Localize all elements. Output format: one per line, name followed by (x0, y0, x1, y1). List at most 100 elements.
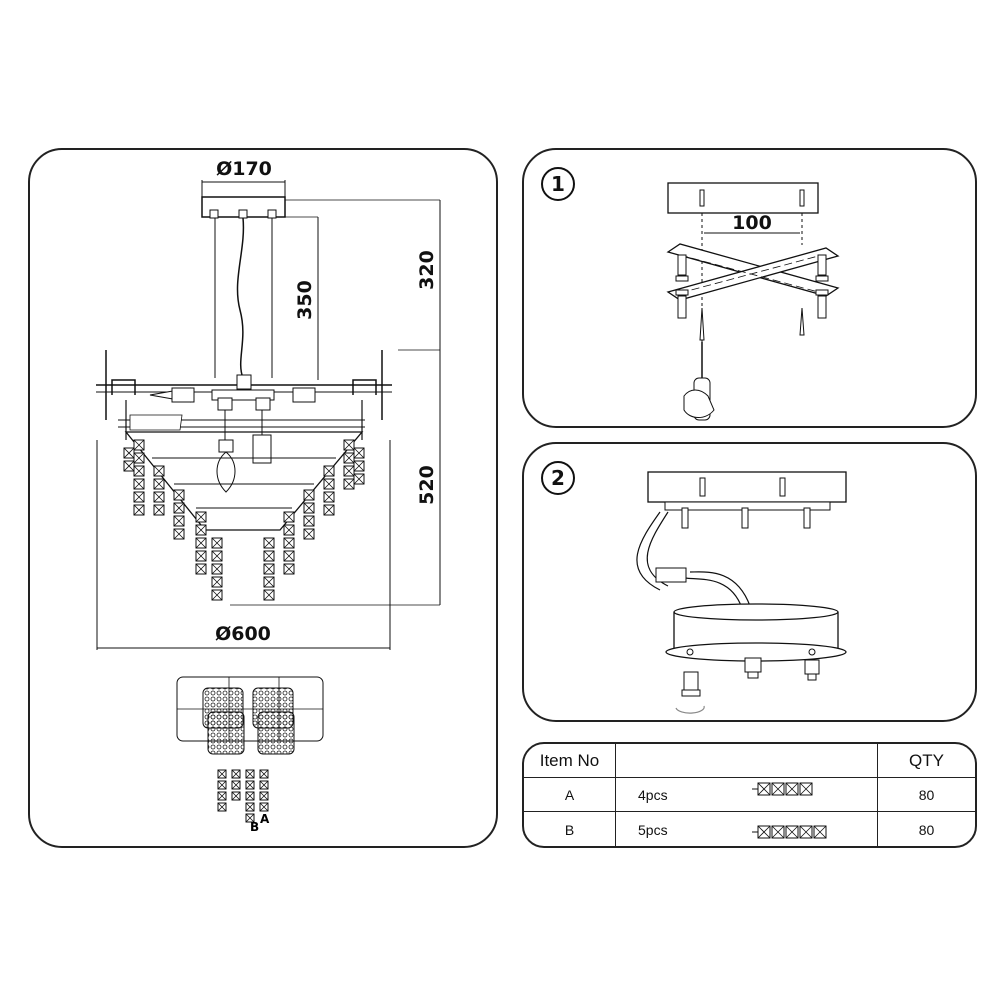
row-a-item: A (524, 778, 616, 812)
crystal (173, 528, 185, 540)
dim-520-label: 520 (416, 465, 438, 505)
step2-badge: 2 (541, 461, 575, 495)
crystal (211, 576, 223, 588)
crystal (263, 550, 275, 562)
crystal (771, 782, 785, 796)
crystal (263, 537, 275, 549)
crystal (799, 825, 813, 839)
lamp-base (665, 603, 847, 662)
crystal (153, 491, 165, 503)
row-a-pcs: 4pcs (616, 778, 878, 812)
crystal (195, 511, 207, 523)
crystal (303, 515, 315, 527)
crystal (799, 782, 813, 796)
crystal (353, 473, 365, 485)
crystal (153, 465, 165, 477)
crystal (323, 465, 335, 477)
crystal (343, 439, 355, 451)
header-item-no: Item No (524, 744, 616, 778)
crystal (217, 802, 227, 812)
crystal (217, 780, 227, 790)
crystal (195, 550, 207, 562)
row-a-qty: 80 (878, 778, 975, 812)
crystal (259, 769, 269, 779)
crystal (303, 528, 315, 540)
crystal-strand-icon (217, 769, 269, 823)
crystal (231, 791, 241, 801)
dim-100-label: 100 (732, 212, 772, 234)
ceiling-block (667, 182, 819, 214)
rotate-arrow-icon (675, 705, 705, 714)
crystal (211, 537, 223, 549)
crystal (353, 447, 365, 459)
crystal (211, 589, 223, 601)
crystal (133, 491, 145, 503)
crystal (173, 502, 185, 514)
crystal (323, 504, 335, 516)
crystal (153, 504, 165, 516)
step1-badge: 1 (541, 167, 575, 201)
crystal (231, 769, 241, 779)
crystal-strands (123, 439, 365, 601)
crystal (173, 489, 185, 501)
dim-350-label: 350 (294, 280, 316, 320)
screwdriver-icon (683, 342, 715, 421)
crystal (259, 780, 269, 790)
crystal (211, 550, 223, 562)
crystal (133, 478, 145, 490)
row-b-pcs-label: 5pcs (638, 822, 668, 838)
crystal (259, 802, 269, 812)
row-b-item: B (524, 812, 616, 846)
crystal (245, 791, 255, 801)
crystal (133, 504, 145, 516)
label-a: A (260, 812, 270, 826)
label-b: B (250, 820, 259, 834)
crystal-panel-detail (176, 676, 324, 755)
crystal (173, 515, 185, 527)
crystal (263, 589, 275, 601)
crystal (153, 478, 165, 490)
crystal (245, 769, 255, 779)
crystal (283, 537, 295, 549)
crystal (263, 576, 275, 588)
header-blank (616, 744, 878, 778)
crystal (195, 524, 207, 536)
crystal (263, 563, 275, 575)
row-a-pcs-label: 4pcs (638, 786, 668, 803)
crystal (283, 550, 295, 562)
ceiling-block (647, 471, 847, 503)
header-qty: QTY (878, 744, 975, 778)
crystal (211, 563, 223, 575)
crystal (771, 825, 785, 839)
crystal (757, 825, 771, 839)
canopy-dimension: Ø170 (201, 158, 286, 198)
crystal (245, 802, 255, 812)
crystal (785, 825, 799, 839)
row-b-qty: 80 (918, 822, 935, 838)
crystal (123, 460, 135, 472)
crystal (785, 782, 799, 796)
crystal (283, 524, 295, 536)
crystal (283, 563, 295, 575)
crystal (303, 489, 315, 501)
crystal (303, 502, 315, 514)
cross-bar-bracket (666, 243, 840, 301)
crystal (231, 780, 241, 790)
dim-320-label: 320 (416, 250, 438, 290)
crystal (217, 791, 227, 801)
dim-600-label: Ø600 (215, 623, 271, 645)
crystal (245, 780, 255, 790)
crystal (757, 782, 771, 796)
chandelier-body (96, 350, 392, 531)
crystal (195, 537, 207, 549)
row-b-pcs: 5pcs (616, 812, 878, 846)
crystal (323, 478, 335, 490)
crystal (323, 491, 335, 503)
crystal (123, 447, 135, 459)
crystal (133, 439, 145, 451)
crystal (259, 791, 269, 801)
